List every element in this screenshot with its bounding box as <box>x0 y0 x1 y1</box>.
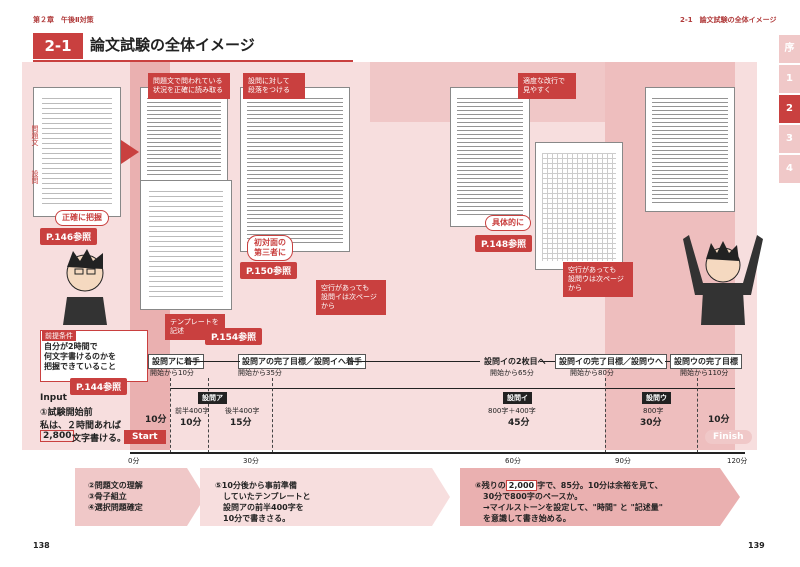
label-setsumon: 設問 <box>31 170 39 184</box>
tick-60: 60分 <box>505 457 521 465</box>
premise-label: 前提条件 <box>42 331 76 341</box>
ref-p154[interactable]: P.154参照 <box>205 328 263 345</box>
seg-u-label: 設問ウ <box>642 392 671 404</box>
question-paper-2 <box>140 87 228 187</box>
bubble-third-party: 初対面の 第三者に <box>247 235 293 261</box>
connector-1 <box>190 361 240 362</box>
tick-0: 0分 <box>128 457 140 465</box>
seg-i-chars: 800字＋400字 <box>488 407 536 415</box>
seg-i-min: 45分 <box>508 418 530 428</box>
cheering-person-icon <box>683 235 763 325</box>
divider-110 <box>697 378 698 453</box>
tab-jo[interactable]: 序 <box>779 35 800 63</box>
finish-marker: Finish <box>705 430 752 444</box>
input-line3: 文字書ける。 <box>72 434 127 444</box>
note-blank-i: 空行があっても 設問イは次ページ から <box>316 280 386 315</box>
start-35: 開始から35分 <box>238 369 282 377</box>
tab-1[interactable]: 1 <box>779 65 800 93</box>
question-paper <box>33 87 121 217</box>
milestone-i-page2: 設問イの2枚目へ <box>484 357 546 366</box>
label-mondaibun: 問題文 <box>31 125 39 146</box>
step-arrow-2 <box>200 468 450 526</box>
milestone-a-end: 設問アの完了目標／設問イへ着手 <box>238 354 366 369</box>
divider-20 <box>208 378 209 453</box>
milestone-i-end: 設問イの完了目標／設問ウへ <box>555 354 667 369</box>
tick-30: 30分 <box>243 457 259 465</box>
page-number-right: 139 <box>748 541 765 550</box>
seg-a-label: 設問ア <box>198 392 227 404</box>
answer-sheet-i-2 <box>535 142 623 270</box>
template-sheet <box>140 180 232 310</box>
bubble-concrete: 具体的に <box>485 215 531 231</box>
connector-3 <box>540 361 555 362</box>
milestone-u-end: 設問ウの完了目標 <box>670 354 742 369</box>
chapter-tabs: 序 1 2 3 4 <box>779 35 800 185</box>
milestone-a-start: 設問アに着手 <box>148 354 204 369</box>
chapter-header: 第２章 午後Ⅱ対策 <box>33 16 94 24</box>
page-number-left: 138 <box>33 541 50 550</box>
start-10: 開始から10分 <box>150 369 194 377</box>
ref-p150[interactable]: P.150参照 <box>240 262 298 279</box>
seg-u-min: 30分 <box>640 418 662 428</box>
tab-4[interactable]: 4 <box>779 155 800 183</box>
input-line2: 私は、２時間あれば <box>40 421 122 431</box>
ref-p146[interactable]: P.146参照 <box>40 228 98 245</box>
section-header: 2-1 論文試験の全体イメージ <box>680 16 777 24</box>
start-80: 開始から80分 <box>570 369 614 377</box>
tab-3[interactable]: 3 <box>779 125 800 153</box>
premise-text: 自分が2時間で 何文字書けるのかを 把握できていること <box>44 342 116 371</box>
seg-i-label: 設問イ <box>503 392 532 404</box>
seg-u-chars: 800字 <box>643 407 664 415</box>
thinking-person-icon <box>63 249 107 325</box>
divider-35 <box>272 378 273 453</box>
tab-2[interactable]: 2 <box>779 95 800 123</box>
connector-2 <box>350 361 480 362</box>
bubble-accurate: 正確に把握 <box>55 210 109 226</box>
ref-p144[interactable]: P.144参照 <box>70 378 128 395</box>
note-paragraph: 設問に対して 段落をつける <box>243 73 305 99</box>
title-underline <box>33 60 353 62</box>
ref-p148[interactable]: P.148参照 <box>475 235 533 252</box>
divider-80 <box>605 378 606 453</box>
time-axis <box>130 452 745 454</box>
seg-a-second-min: 15分 <box>230 418 252 428</box>
tick-90: 90分 <box>615 457 631 465</box>
start-marker: Start <box>124 430 166 444</box>
tick-120: 120分 <box>727 457 748 465</box>
step-1-text: ②問題文の理解 ③骨子組立 ④選択問題確定 <box>88 481 143 512</box>
answer-sheet-u <box>645 87 735 212</box>
seg-pre-min: 10分 <box>145 415 167 425</box>
answer-sheet-a <box>240 87 350 252</box>
step-3-chars: 2,000 <box>505 480 538 491</box>
note-blank-u: 空行があっても 設問ウは次ページ から <box>563 262 633 297</box>
input-chars: 2,800 <box>40 430 75 442</box>
seg-a-second: 後半400字 <box>225 407 260 415</box>
seg-a-first-min: 10分 <box>180 418 202 428</box>
timeline-arrow <box>170 388 735 389</box>
answer-sheet-i-1 <box>450 87 530 227</box>
arrow-right-icon <box>121 140 139 164</box>
note-linebreak: 適度な改行で 見やすく <box>518 73 576 99</box>
page-title: 論文試験の全体イメージ <box>90 36 255 54</box>
connector-4 <box>665 361 670 362</box>
divider-10 <box>170 378 171 453</box>
step-2-text: ⑤10分後から事前準備 していたテンプレートと 設問アの前半400字を 10分で… <box>215 481 311 523</box>
start-110: 開始から110分 <box>680 369 729 377</box>
section-number: 2-1 <box>33 33 83 59</box>
seg-post-min: 10分 <box>708 415 730 425</box>
input-title: Input <box>40 393 67 403</box>
seg-a-first: 前半400字 <box>175 407 210 415</box>
start-65: 開始から65分 <box>490 369 534 377</box>
step-arrow-1 <box>75 468 205 526</box>
note-read-question: 問題文で問われている 状況を正確に読み取る <box>148 73 230 99</box>
input-line1: ①試験開始前 <box>40 408 93 418</box>
